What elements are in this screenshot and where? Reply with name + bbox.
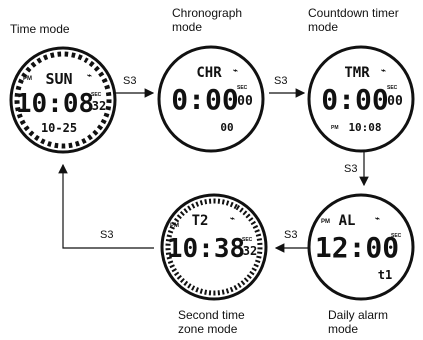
screen-bottom: 10-25 — [41, 121, 77, 135]
s3-label-1: S3 — [123, 75, 137, 87]
screen-bottom: t1 — [378, 268, 392, 282]
screen-main: 10:08 — [16, 89, 94, 119]
watch-dial-chrono: CHR ⌁ 0:00 SEC 00 00 — [157, 45, 265, 153]
screen-top: T2 — [192, 213, 209, 229]
watch-dial-time: PM SUN ⌁ 10:08 SEC 32 10-25 — [9, 46, 117, 154]
screen-main: 10:38 — [167, 234, 245, 264]
screen-pm: PM — [170, 223, 179, 229]
screen-sec: 32 — [92, 99, 106, 113]
watch-dial-countdown: TMR ⌁ 0:00 SEC 00 PM 10:08 — [307, 45, 415, 153]
s3-label-2: S3 — [274, 75, 288, 87]
watch-dial-alarm: PM AL ⌁ 12:00 SEC t1 — [307, 193, 415, 301]
label-countdown-mode: Countdown timer mode — [308, 6, 399, 34]
screen-pm: PM — [321, 219, 330, 225]
flow-arrows — [58, 88, 369, 253]
screen-main: 0:00 — [321, 83, 388, 116]
label-time-mode: Time mode — [10, 22, 70, 36]
screen-top: AL — [339, 213, 356, 229]
screen-sec-label: SEC — [91, 92, 102, 98]
label-alarm-mode: Daily alarm mode — [328, 308, 389, 336]
screen-top: CHR — [196, 65, 222, 81]
s3-label-3: S3 — [344, 163, 358, 175]
screen-sec: 00 — [387, 94, 403, 109]
arrow-t2-to-time — [58, 163, 154, 249]
screen-top: TMR — [344, 65, 370, 81]
signal-icon: ⌁ — [87, 71, 92, 80]
screen-sec-label: SEC — [387, 85, 398, 91]
label-chrono-mode: Chronograph mode — [172, 6, 243, 34]
screen-sec: 00 — [237, 94, 253, 109]
screen-main: 0:00 — [171, 83, 238, 116]
signal-icon: ⌁ — [230, 214, 235, 223]
signal-icon: ⌁ — [233, 66, 238, 75]
signal-icon: ⌁ — [381, 66, 386, 75]
screen-sec-label: SEC — [237, 85, 248, 91]
s3-label-5: S3 — [100, 229, 114, 241]
screen-top: SUN — [45, 70, 72, 88]
screen-sec-label: SEC — [391, 233, 402, 239]
screen-sec-label: SEC — [242, 237, 253, 243]
watch-dial-t2: PM T2 ⌁ 10:38 SEC 32 — [160, 193, 268, 301]
screen-pm: PM — [331, 125, 339, 131]
s3-label-4: S3 — [284, 229, 298, 241]
signal-icon: ⌁ — [375, 214, 380, 223]
label-t2-mode: Second time zone mode — [178, 308, 245, 336]
screen-bottom: 10:08 — [348, 121, 381, 134]
screen-bottom: 00 — [220, 121, 233, 134]
screen-sec: 32 — [243, 244, 257, 258]
screen-main: 12:00 — [315, 231, 399, 264]
screen-pm: PM — [23, 76, 32, 82]
